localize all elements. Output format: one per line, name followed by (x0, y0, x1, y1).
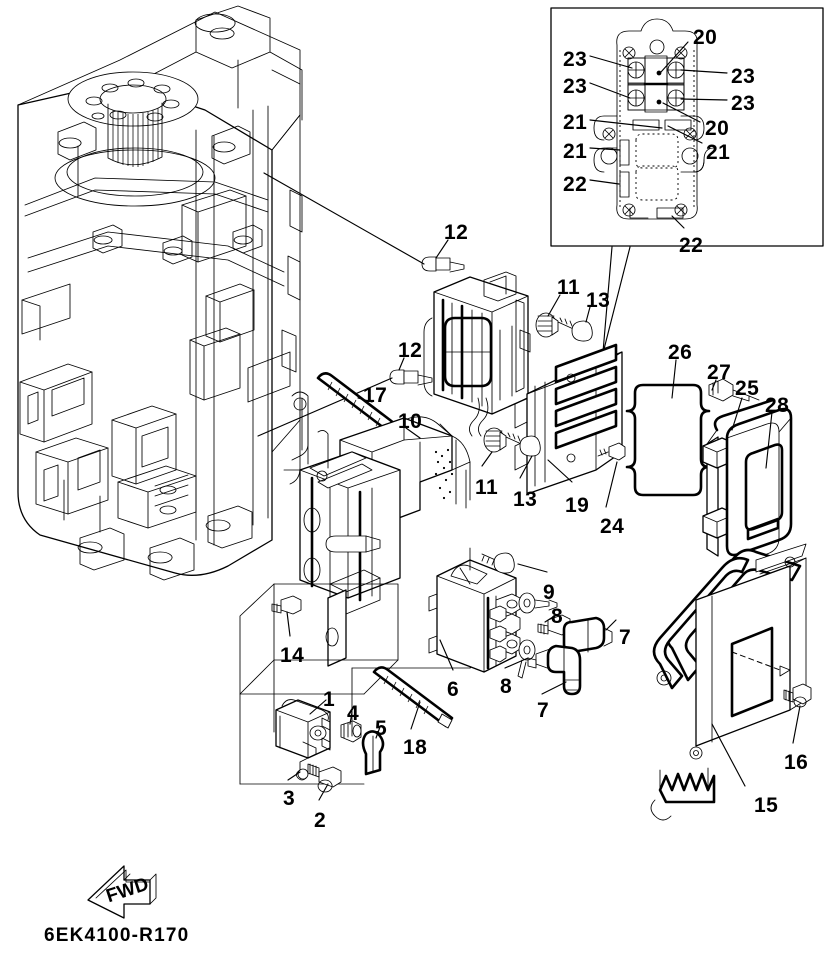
callout-label-5: 5 (375, 717, 388, 740)
callout-label-26: 26 (668, 341, 693, 364)
part-28-ecu-cover (725, 407, 793, 569)
part-5-terminal-cap (361, 730, 385, 776)
callout-label-18: 18 (403, 736, 428, 759)
callout-label-21: 21 (563, 140, 588, 163)
part-12-stud-upper (421, 256, 465, 273)
part-4-nut (340, 720, 362, 743)
part-14-bolt (271, 595, 302, 615)
part-19-rectifier-regulator (514, 343, 623, 495)
part-7-connector-boot-upper (562, 616, 613, 654)
callout-label-22: 22 (563, 173, 588, 196)
callout-label-21: 21 (563, 111, 588, 134)
part-2-bolt (307, 763, 342, 793)
ignition-coil-assembly (423, 271, 531, 415)
detail-inset-box (550, 7, 824, 247)
callout-label-21: 21 (706, 141, 731, 164)
callout-label-10: 10 (398, 410, 423, 433)
callout-label-8: 8 (500, 675, 513, 698)
callout-label-23: 23 (731, 92, 756, 115)
callout-label-8: 8 (551, 605, 564, 628)
callout-label-19: 19 (565, 494, 590, 517)
callout-label-12: 12 (444, 221, 469, 244)
fwd-arrow (87, 865, 157, 919)
part-1-starter-relay (275, 699, 331, 759)
part-24-bolt (597, 442, 626, 461)
part-16-bolt (783, 683, 812, 708)
callout-label-23: 23 (563, 48, 588, 71)
part-9-bolt (469, 547, 515, 574)
callout-label-11: 11 (557, 276, 581, 299)
part-13-bolt-upper (557, 317, 593, 342)
part-15-electrical-cover-bracket (650, 543, 807, 821)
callout-label-2: 2 (314, 809, 327, 832)
callout-label-9: 9 (543, 581, 556, 604)
part-6-fuse-box (428, 559, 521, 673)
callout-label-17: 17 (363, 384, 388, 407)
callout-label-6: 6 (447, 678, 460, 701)
cdi-unit-assembly (283, 391, 401, 667)
part-11-collar-upper (535, 312, 559, 338)
callout-label-14: 14 (280, 644, 305, 667)
callout-label-7: 7 (537, 699, 550, 722)
callout-label-7: 7 (619, 626, 632, 649)
callout-label-4: 4 (347, 702, 360, 725)
callout-label-11: 11 (475, 476, 499, 499)
part-7-connector-boot-lower (546, 643, 582, 696)
callout-label-22: 22 (679, 234, 704, 257)
part-27-connector (708, 378, 760, 402)
part-8-bolt-upper (518, 592, 571, 636)
part-18-cable-tie (372, 666, 454, 729)
callout-label-12: 12 (398, 339, 423, 362)
callout-label-15: 15 (754, 794, 779, 817)
callout-label-16: 16 (784, 751, 809, 774)
part-number-label: 6EK4100-R170 (44, 925, 190, 946)
callout-label-3: 3 (283, 787, 296, 810)
callout-label-1: 1 (323, 688, 336, 711)
callout-label-23: 23 (563, 75, 588, 98)
callout-label-28: 28 (765, 394, 790, 417)
part-13-bolt-lower (505, 432, 541, 457)
part-12-stud-lower (389, 369, 433, 386)
callout-label-27: 27 (707, 361, 732, 384)
callout-label-24: 24 (600, 515, 625, 538)
callout-label-20: 20 (693, 26, 718, 49)
callout-label-13: 13 (513, 488, 538, 511)
part-11-collar-lower (483, 427, 507, 453)
part-26-gasket (625, 383, 711, 497)
callout-label-25: 25 (735, 377, 760, 400)
callout-label-23: 23 (731, 65, 756, 88)
engine-block-illustration (17, 5, 303, 581)
callout-label-13: 13 (586, 289, 611, 312)
callout-label-20: 20 (705, 117, 730, 140)
